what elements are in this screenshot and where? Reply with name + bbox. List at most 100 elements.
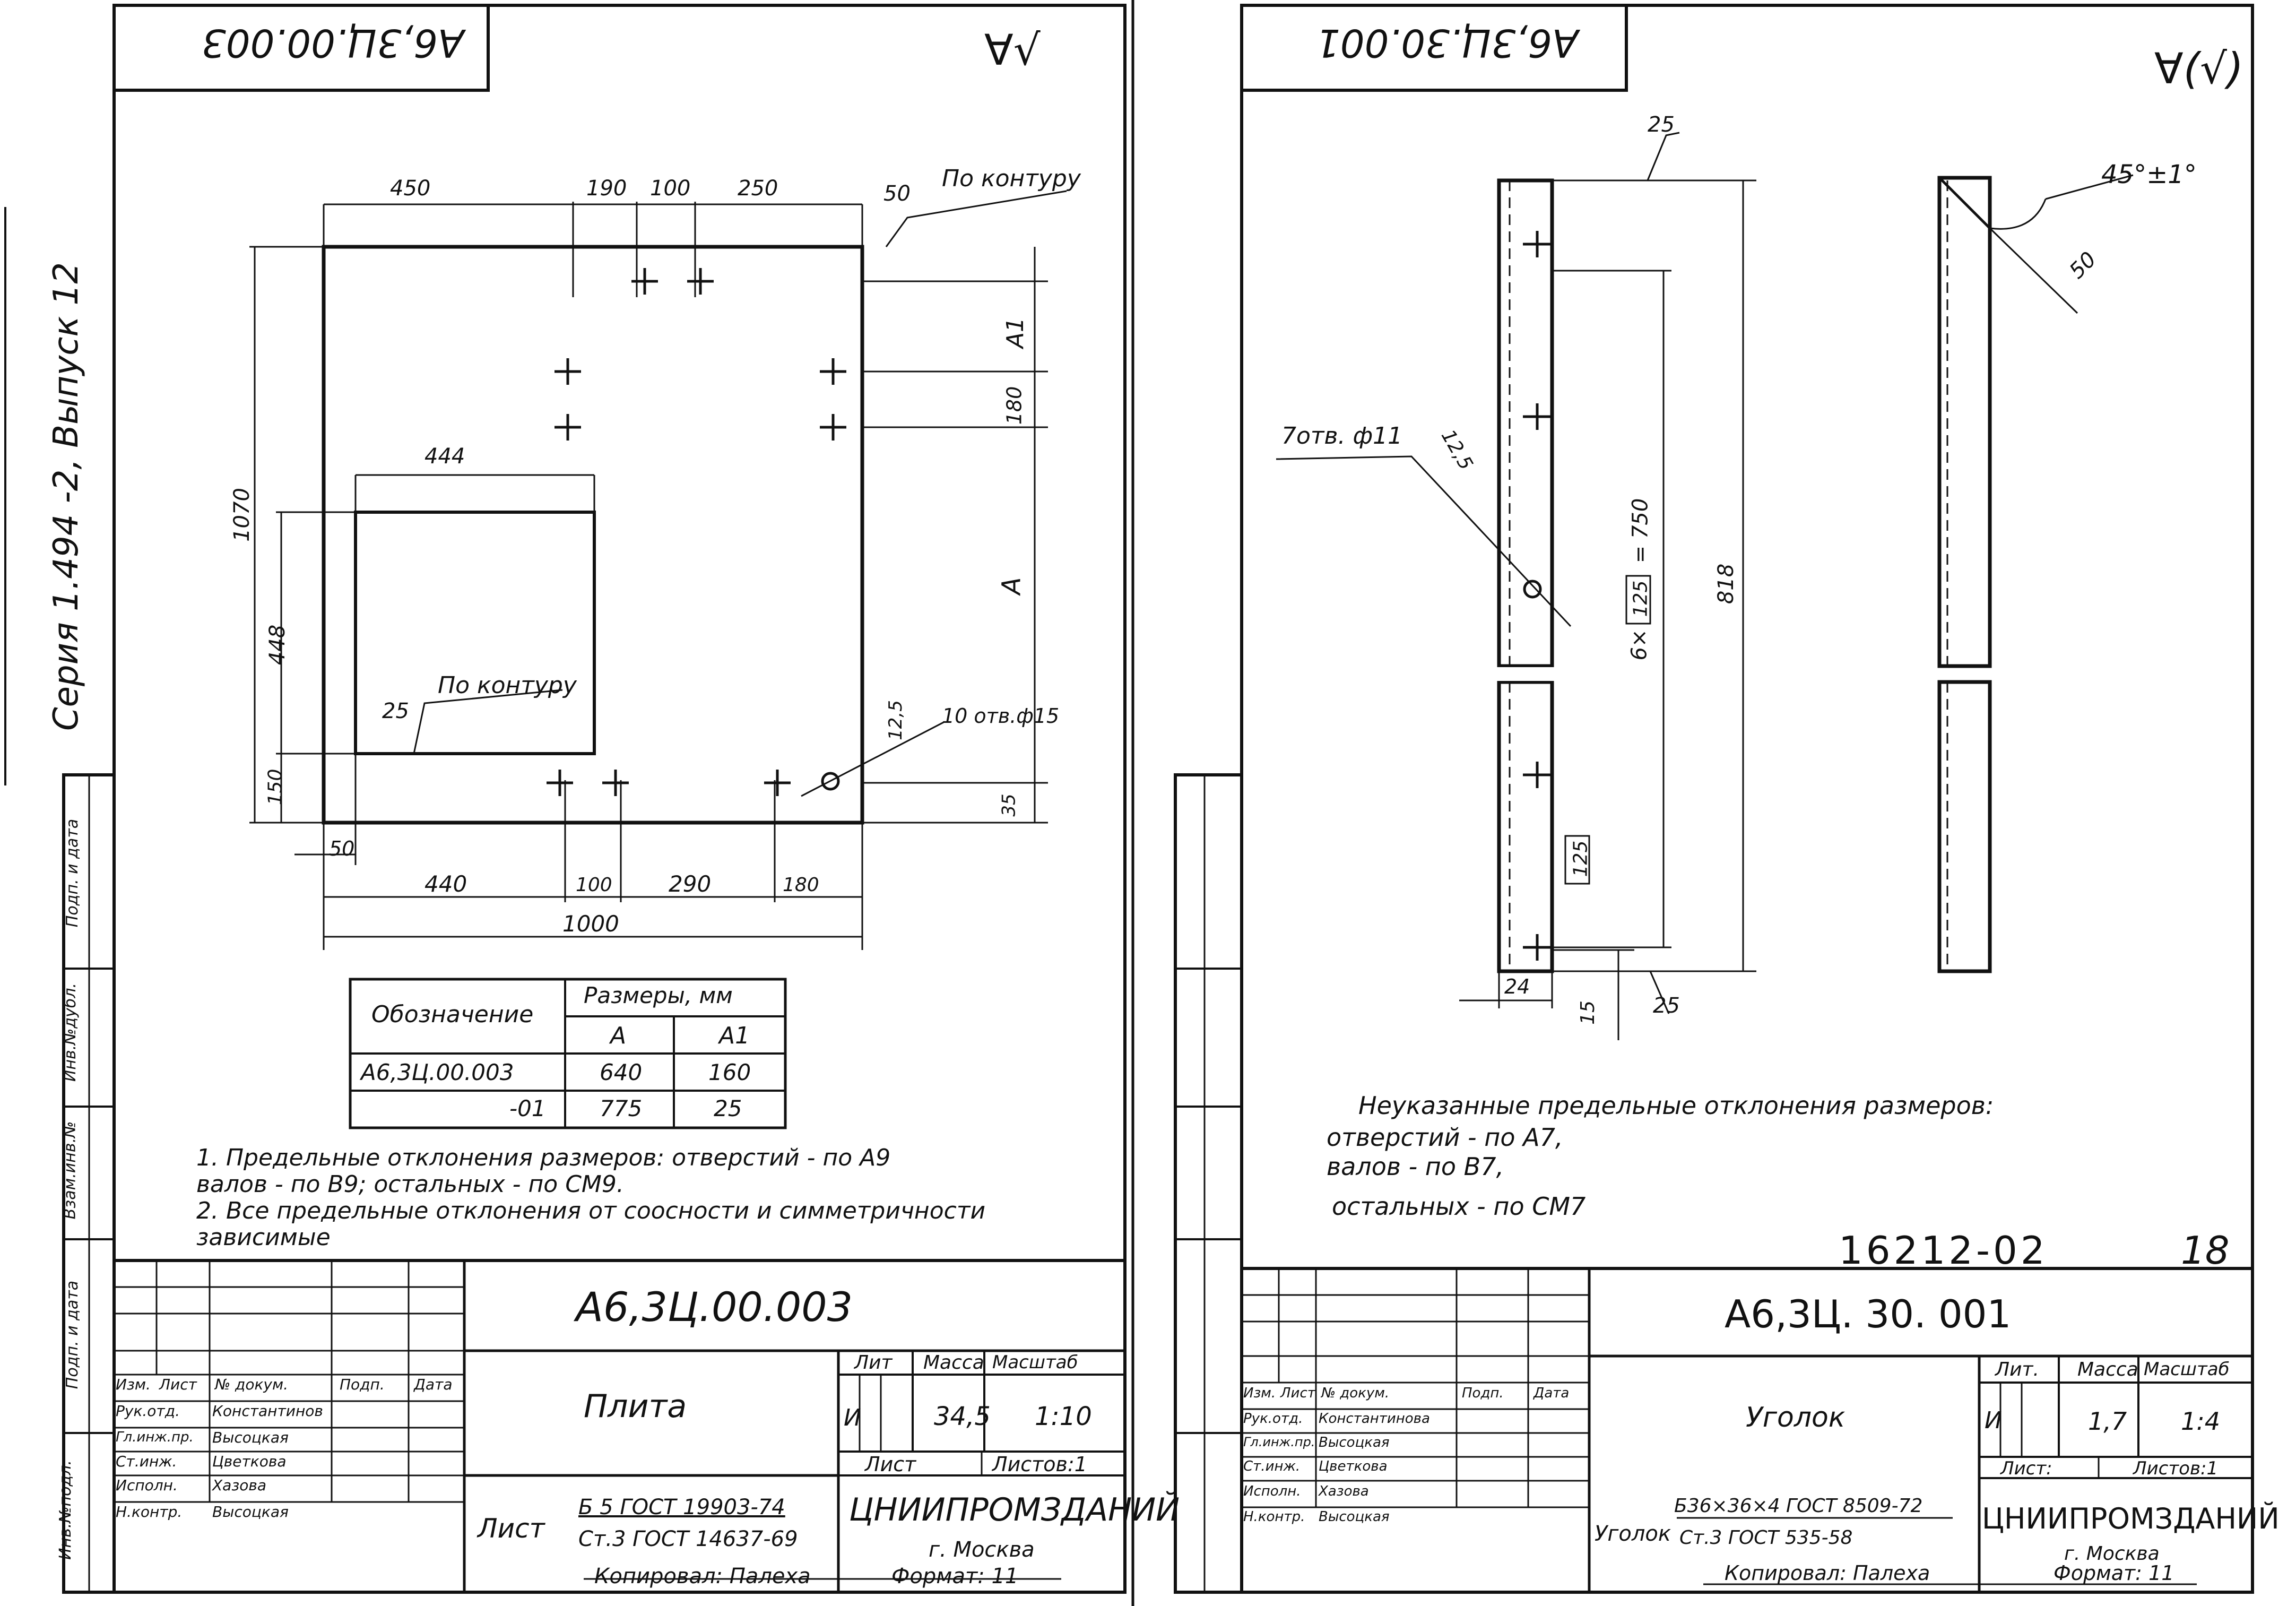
table-cell: 775 bbox=[600, 1095, 643, 1121]
tb-role: Исполн. bbox=[116, 1477, 178, 1494]
dim-label: A bbox=[997, 577, 1027, 595]
scale-header: Масштаб bbox=[2144, 1359, 2230, 1380]
table-cell: 640 bbox=[600, 1059, 643, 1085]
note-line: 2. Все предельные отклонения от соосност… bbox=[196, 1197, 986, 1224]
tb-header: Лист bbox=[159, 1376, 197, 1393]
dim-label: 125 bbox=[1630, 580, 1652, 617]
note-line: зависимые bbox=[196, 1224, 331, 1251]
dim-label: 450 bbox=[390, 176, 431, 201]
tb-person: Хазова bbox=[212, 1477, 267, 1494]
tb-person: Высоцкая bbox=[212, 1429, 289, 1446]
lit-header: Лит bbox=[854, 1352, 893, 1374]
copied-by: Копировал: Палеха bbox=[594, 1564, 811, 1588]
stamp-label: Подп. и дата bbox=[63, 818, 82, 928]
organization: ЦНИИПРОМЗДАНИЙ bbox=[1982, 1502, 2280, 1535]
drawing-code: А6,3Ц.00.003 bbox=[576, 1283, 853, 1331]
dim-label: 448 bbox=[265, 624, 290, 666]
material-prefix: Уголок bbox=[1595, 1522, 1671, 1546]
city: г. Москва bbox=[929, 1538, 1035, 1562]
dim-label: 1070 bbox=[229, 488, 254, 542]
sheets-header: Листов:1 bbox=[992, 1453, 1087, 1476]
tb-header: Дата bbox=[414, 1376, 453, 1393]
dim-label: 290 bbox=[669, 871, 712, 897]
material-bottom: Ст.3 ГОСТ 535-58 bbox=[1679, 1527, 1853, 1549]
format: Формат: 11 bbox=[2054, 1561, 2174, 1585]
scale-value: 1:10 bbox=[1035, 1402, 1092, 1431]
lit-value: И bbox=[844, 1404, 861, 1431]
sheet-header: Лист bbox=[865, 1453, 916, 1476]
tb-person: Высоцкая bbox=[1319, 1509, 1390, 1525]
table-cell: 25 bbox=[714, 1095, 742, 1121]
dim-label: 15 bbox=[1576, 1000, 1599, 1025]
tb-header: Подп. bbox=[1462, 1385, 1504, 1401]
scale-header: Масштаб bbox=[992, 1352, 1078, 1373]
note-line: отверстий - по А7, bbox=[1327, 1123, 1563, 1152]
note-line: валов - по В7, bbox=[1327, 1152, 1504, 1181]
table-header-designation: Обозначение bbox=[371, 1001, 534, 1028]
dim-label: 444 bbox=[424, 444, 465, 469]
lit-value: И bbox=[1985, 1407, 2002, 1434]
part-name: Уголок bbox=[1746, 1402, 1846, 1434]
table-cell: 160 bbox=[708, 1059, 751, 1085]
dim-label: 100 bbox=[650, 176, 691, 201]
organization: ЦНИИПРОМЗДАНИЙ bbox=[849, 1491, 1180, 1529]
dim-label: 818 bbox=[1714, 563, 1739, 605]
dim-label: 24 bbox=[1504, 975, 1530, 998]
contour-note: По контуру bbox=[438, 672, 577, 699]
mass-value: 34,5 bbox=[934, 1402, 991, 1431]
note-line: остальных - по СМ7 bbox=[1332, 1192, 1586, 1221]
dim-label: 50 bbox=[883, 182, 911, 206]
table-header-a1: A1 bbox=[719, 1022, 750, 1049]
part-name: Плита bbox=[584, 1388, 687, 1425]
dim-label: 100 bbox=[576, 874, 612, 896]
tb-person: Цветкова bbox=[212, 1453, 287, 1470]
dim-label: = 750 bbox=[1628, 498, 1653, 564]
tb-header: № докум. bbox=[1321, 1385, 1390, 1401]
tb-role: Рук.отд. bbox=[116, 1402, 180, 1420]
city: г. Москва bbox=[2064, 1543, 2160, 1565]
tb-header: Изм. bbox=[1243, 1385, 1276, 1401]
material-top: Б36×36×4 ГОСТ 8509-72 bbox=[1674, 1495, 1923, 1517]
tb-role: Гл.инж.пр. bbox=[1243, 1435, 1315, 1449]
dim-label: 180 bbox=[1002, 386, 1026, 425]
tb-person: Высоцкая bbox=[1319, 1435, 1390, 1450]
material-top: Б 5 ГОСТ 19903-74 bbox=[578, 1495, 785, 1519]
sheets-header: Листов:1 bbox=[2133, 1458, 2219, 1479]
series-label: Серия 1.494 -2, Выпуск 12 bbox=[47, 262, 86, 731]
stamp-label: Инв.№дубл. bbox=[61, 982, 80, 1082]
stamp-label: Подп. и дата bbox=[63, 1280, 82, 1389]
scale-value: 1:4 bbox=[2181, 1407, 2221, 1436]
tb-role: Гл.инж.пр. bbox=[116, 1429, 194, 1445]
holes-note: 7отв. ф11 bbox=[1281, 422, 1403, 450]
tb-role: Рук.отд. bbox=[1243, 1411, 1303, 1427]
stamp-label: Взам.инв.№ bbox=[60, 1121, 80, 1220]
mass-header: Масса bbox=[2077, 1359, 2138, 1380]
tb-person: Хазова bbox=[1319, 1483, 1369, 1499]
copied-by: Копировал: Палеха bbox=[1725, 1561, 1930, 1585]
sheet-header: Лист: bbox=[2000, 1458, 2052, 1479]
archive-number: 16212-02 bbox=[1839, 1228, 2048, 1273]
dim-label: 25 bbox=[382, 699, 409, 723]
tb-person: Константинова bbox=[1319, 1411, 1430, 1427]
tb-role: Ст.инж. bbox=[116, 1453, 177, 1470]
mass-value: 1,7 bbox=[2088, 1407, 2127, 1436]
stamp-label: Инв.№подл. bbox=[56, 1460, 75, 1560]
drawing-code: А6,3Ц. 30. 001 bbox=[1725, 1292, 2012, 1336]
tb-role: Н.контр. bbox=[116, 1503, 183, 1521]
material-bottom: Ст.3 ГОСТ 14637-69 bbox=[578, 1527, 798, 1551]
dim-label: 440 bbox=[424, 871, 467, 897]
tb-header: Дата bbox=[1533, 1385, 1570, 1401]
dim-label: 50 bbox=[329, 837, 355, 860]
tb-person: Высоцкая bbox=[212, 1503, 289, 1521]
tb-person: Константинов bbox=[212, 1402, 323, 1420]
dim-label: 180 bbox=[783, 874, 819, 896]
dim-label: 250 bbox=[738, 176, 778, 201]
tb-role: Ст.инж. bbox=[1243, 1458, 1301, 1474]
tb-header: Изм. bbox=[116, 1376, 151, 1393]
sheet1-top-code: А6,3Ц.00.003 bbox=[202, 21, 464, 65]
dim-label: 1000 bbox=[562, 911, 619, 937]
dim-label: 35 bbox=[998, 793, 1020, 817]
dim-label: A1 bbox=[1002, 317, 1029, 349]
dim-label: 25 bbox=[1653, 994, 1680, 1018]
